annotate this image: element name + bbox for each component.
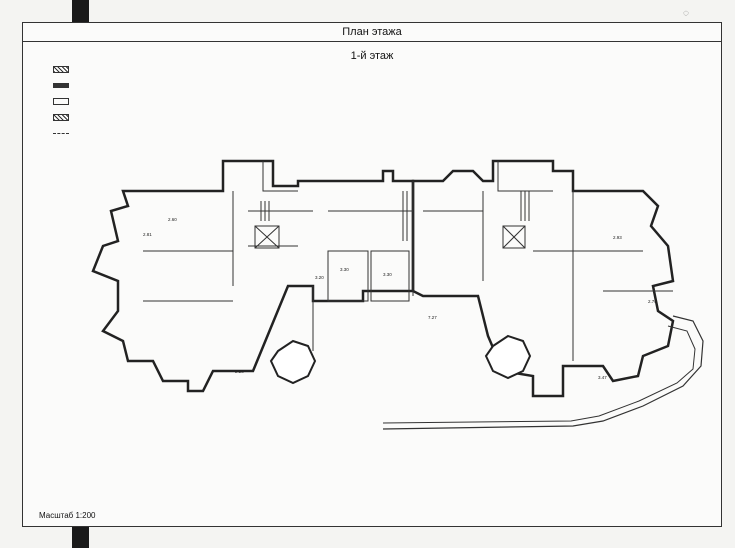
octagon-towers bbox=[269, 334, 532, 385]
stairs bbox=[260, 191, 704, 430]
room-label: 2.60 bbox=[168, 217, 177, 222]
legend-item bbox=[53, 95, 203, 107]
legend bbox=[53, 63, 203, 143]
plan-title: План этажа bbox=[342, 26, 402, 38]
scale-label: Масштаб 1:200 bbox=[39, 511, 96, 520]
floor-plan-drawing: 2.60 2.81 3.30 3.30 3.20 2.93 2.70 7.27 … bbox=[91, 159, 704, 430]
room-label: 3.30 bbox=[340, 267, 349, 272]
door-icon bbox=[53, 113, 69, 121]
floor-label: 1-й этаж bbox=[350, 50, 394, 62]
room-labels: 2.60 2.81 3.30 3.30 3.20 2.93 2.70 7.27 … bbox=[143, 217, 657, 380]
legend-item bbox=[53, 79, 203, 91]
room-label: 3.20 bbox=[315, 275, 324, 280]
punch-hole-icon: ◌ bbox=[683, 8, 689, 19]
window-icon bbox=[53, 97, 69, 105]
left-wing-outline bbox=[91, 159, 415, 393]
legend-item bbox=[53, 127, 203, 139]
wall-solid-icon bbox=[53, 82, 69, 88]
wall-hatch-icon bbox=[53, 65, 69, 73]
legend-item bbox=[53, 63, 203, 75]
room-label: 2.81 bbox=[143, 232, 152, 237]
dimension-icon bbox=[53, 132, 69, 134]
title-block: План этажа bbox=[23, 23, 721, 42]
room-label: 2.28 bbox=[235, 369, 244, 374]
room-label: 2.93 bbox=[613, 235, 622, 240]
outer-walls bbox=[91, 159, 675, 398]
legend-item bbox=[53, 111, 203, 123]
right-wing-outline bbox=[411, 159, 675, 398]
room-label: 2.70 bbox=[648, 299, 657, 304]
room-label: 7.27 bbox=[428, 315, 437, 320]
interior-walls bbox=[143, 161, 673, 361]
room-label: 3.30 bbox=[383, 272, 392, 277]
floor-plan-sheet: План этажа 1-й этаж bbox=[22, 22, 722, 527]
room-label: 3.47 bbox=[598, 375, 607, 380]
